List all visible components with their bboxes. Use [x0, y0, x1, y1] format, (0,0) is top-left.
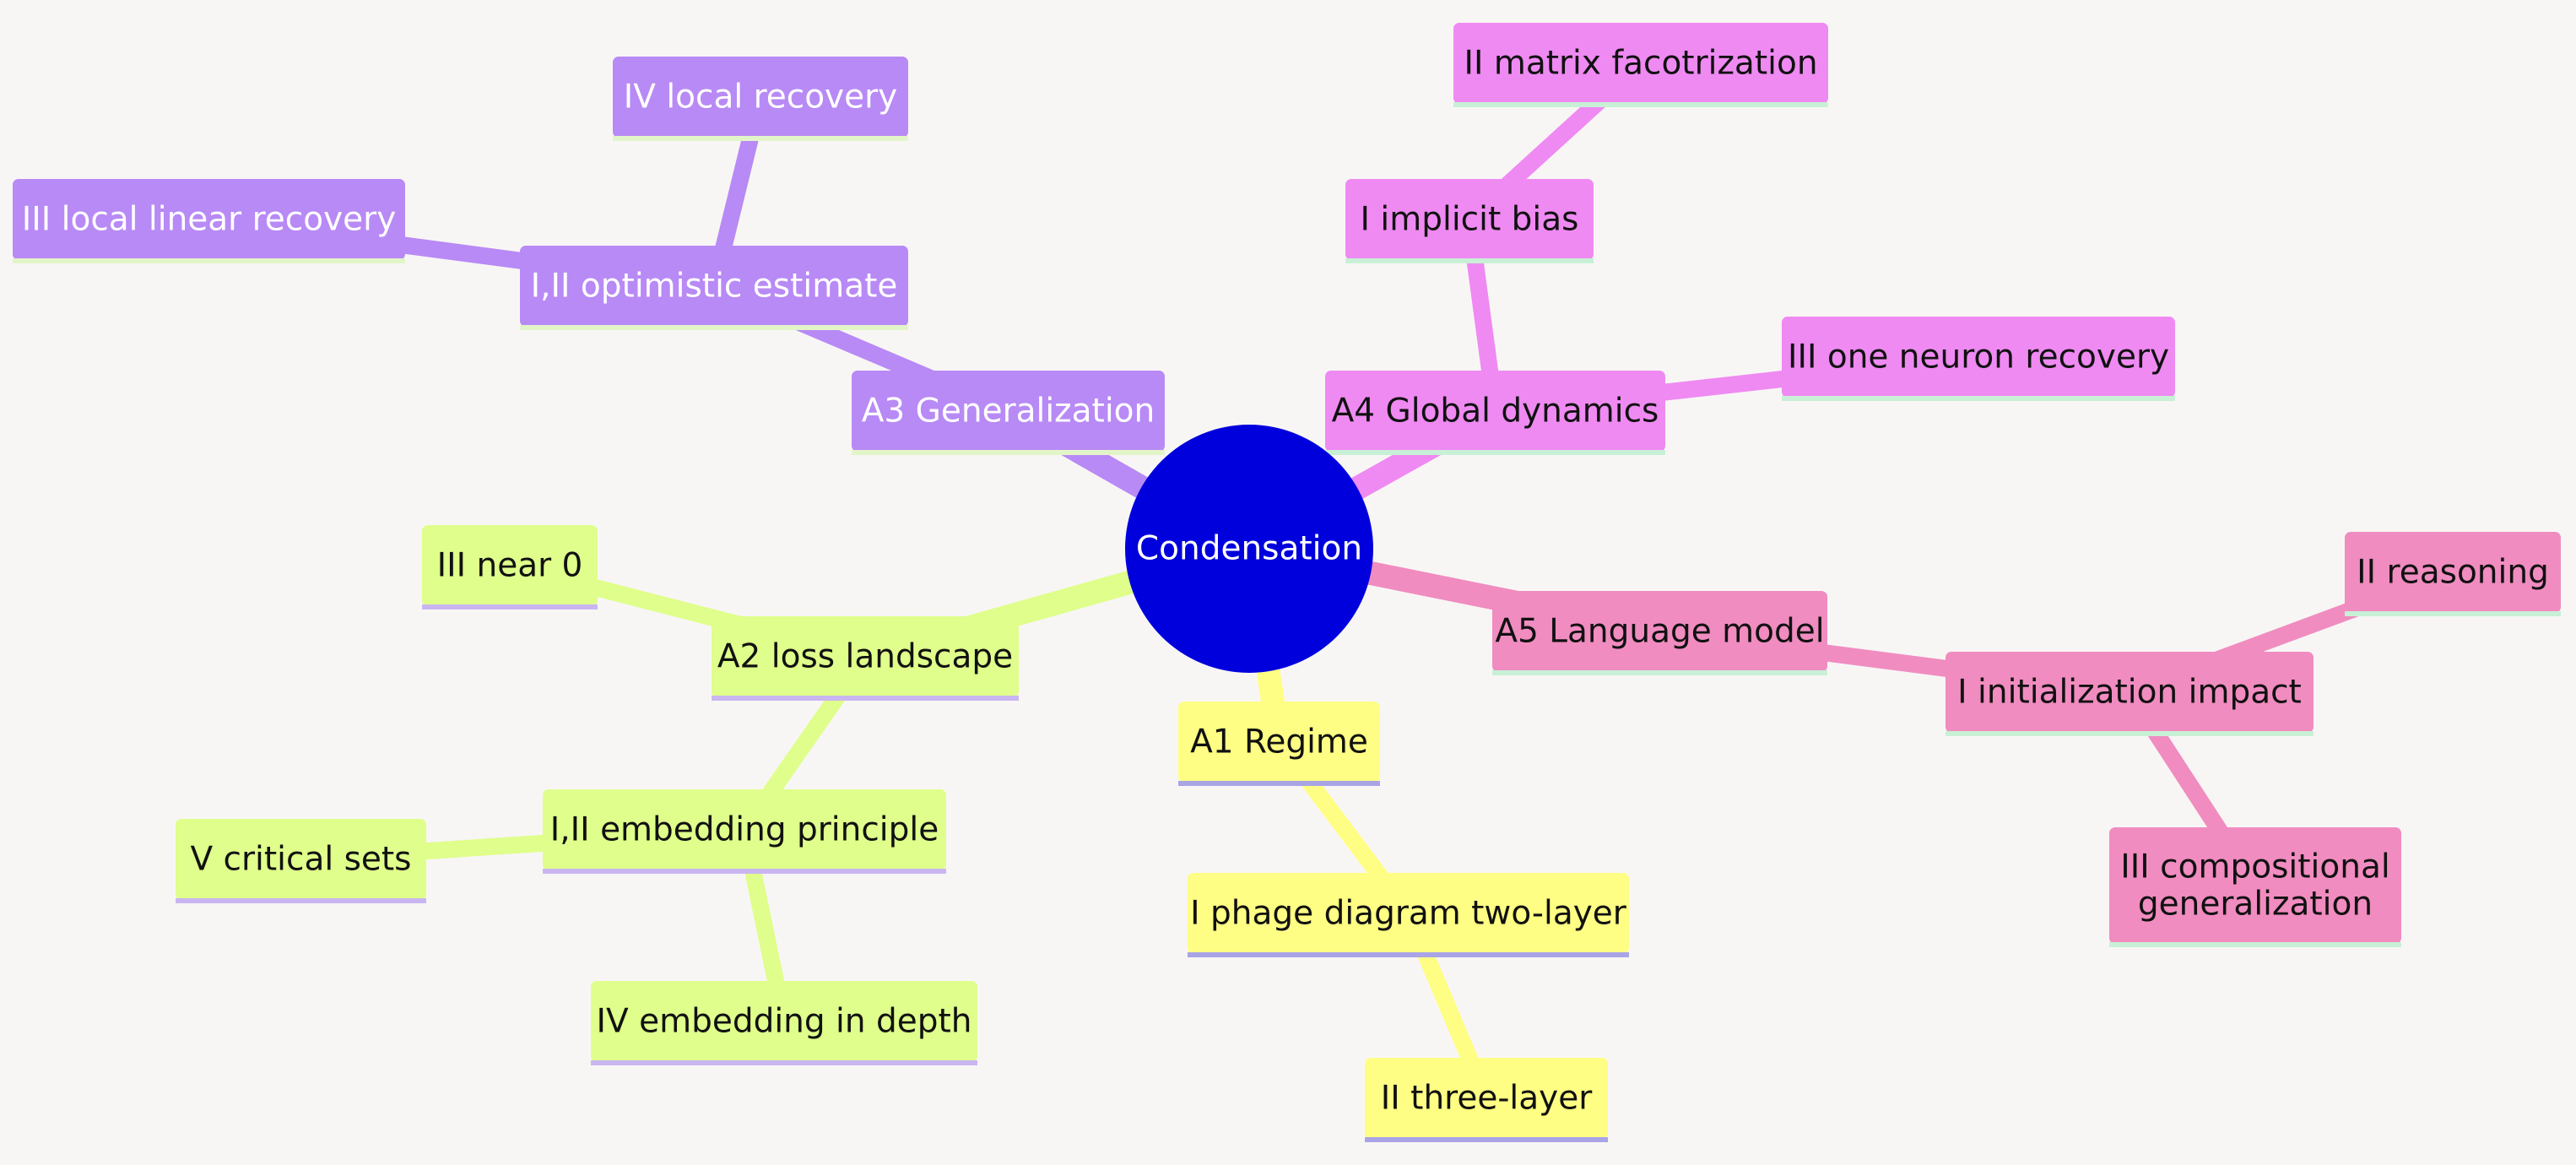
node-box: [2345, 532, 2561, 613]
node-underline: [712, 696, 1019, 701]
node-a2-critical[interactable]: V critical sets: [176, 819, 426, 903]
node-label: A3 Generalization: [862, 393, 1155, 431]
node-box: [422, 525, 598, 606]
node-underline: [2345, 611, 2561, 616]
node-label: III local linear recovery: [22, 201, 397, 239]
node-label: III near 0: [437, 547, 583, 585]
node-a1-phage[interactable]: I phage diagram two-layer: [1188, 873, 1629, 957]
node-underline: [1782, 396, 2175, 401]
node-a2-near0[interactable]: III near 0: [422, 525, 598, 610]
node-a1-three[interactable]: II three-layer: [1365, 1058, 1608, 1142]
node-a2-embed[interactable]: I,II embedding principle: [543, 789, 946, 874]
node-label: A2 loss landscape: [717, 638, 1013, 676]
node-box: [1782, 317, 2175, 398]
node-box: [1365, 1058, 1608, 1139]
node-label: I phage diagram two-layer: [1190, 895, 1627, 933]
node-underline: [1946, 731, 2314, 736]
node-box: [543, 789, 946, 870]
node-box: [13, 179, 405, 260]
node-a3-opt[interactable]: I,II optimistic estimate: [520, 246, 908, 330]
node-label: I,II optimistic estimate: [531, 268, 898, 306]
node-underline: [1345, 258, 1594, 263]
node-label: I initialization impact: [1957, 674, 2302, 712]
node-box: [1345, 179, 1594, 260]
node-underline: [852, 450, 1165, 455]
node-a2-depth[interactable]: IV embedding in depth: [591, 981, 977, 1065]
node-box: [852, 371, 1165, 452]
node-box: [1946, 652, 2314, 733]
node-a5-init[interactable]: I initialization impact: [1946, 652, 2314, 736]
node-underline: [1325, 450, 1665, 455]
root-node[interactable]: Condensation: [1125, 425, 1373, 673]
node-label: II reasoning: [2357, 554, 2549, 592]
node-a4-bias[interactable]: I implicit bias: [1345, 179, 1594, 263]
node-label: IV embedding in depth: [597, 1003, 972, 1041]
node-underline: [613, 136, 908, 141]
node-underline: [591, 1060, 977, 1065]
node-a5[interactable]: A5 Language model: [1492, 591, 1827, 675]
node-label: A1 Regime: [1190, 723, 1368, 761]
node-a4[interactable]: A4 Global dynamics: [1325, 371, 1665, 455]
node-box: [520, 246, 908, 327]
node-box: [712, 616, 1019, 697]
node-underline: [422, 604, 598, 610]
node-box: [176, 819, 426, 900]
node-label: II matrix facotrization: [1464, 45, 1817, 83]
node-box: [1188, 873, 1629, 954]
node-underline: [543, 869, 946, 874]
node-label: A4 Global dynamics: [1332, 393, 1659, 431]
root-circle: [1125, 425, 1373, 673]
node-a2[interactable]: A2 loss landscape: [712, 616, 1019, 701]
node-label: V critical sets: [190, 841, 411, 879]
node-underline: [1492, 670, 1827, 675]
node-underline: [2109, 942, 2401, 947]
node-box: [1453, 23, 1828, 104]
node-box: [1178, 702, 1380, 783]
node-a1[interactable]: A1 Regime: [1178, 702, 1380, 786]
node-label: generalization: [2138, 886, 2373, 924]
node-label: II three-layer: [1381, 1080, 1593, 1118]
node-box: [591, 981, 977, 1062]
node-underline: [13, 258, 405, 263]
node-box: [613, 57, 908, 138]
node-label: III compositional: [2120, 848, 2389, 886]
node-label: IV local recovery: [624, 79, 898, 116]
node-underline: [1178, 781, 1380, 786]
node-a4-neuron[interactable]: III one neuron recovery: [1782, 317, 2175, 401]
node-a3[interactable]: A3 Generalization: [852, 371, 1165, 455]
node-underline: [520, 325, 908, 330]
mindmap-nodes: A1 Regime I phage diagram two-layer II thr…: [13, 23, 2561, 1142]
node-underline: [1188, 952, 1629, 957]
root-label: Condensation: [1136, 530, 1362, 568]
node-label: I implicit bias: [1361, 201, 1579, 239]
node-label: III one neuron recovery: [1788, 339, 2169, 377]
node-a5-reason[interactable]: II reasoning: [2345, 532, 2561, 616]
node-a4-matrix[interactable]: II matrix facotrization: [1453, 23, 1828, 107]
node-box: [2109, 827, 2401, 944]
node-box: [1325, 371, 1665, 452]
node-box: [1492, 591, 1827, 672]
node-label: I,II embedding principle: [550, 811, 939, 849]
node-a3-linear[interactable]: III local linear recovery: [13, 179, 405, 263]
node-label: A5 Language model: [1495, 613, 1824, 651]
node-underline: [1453, 102, 1828, 107]
node-underline: [176, 898, 426, 903]
node-underline: [1365, 1137, 1608, 1142]
node-a3-local[interactable]: IV local recovery: [613, 57, 908, 141]
